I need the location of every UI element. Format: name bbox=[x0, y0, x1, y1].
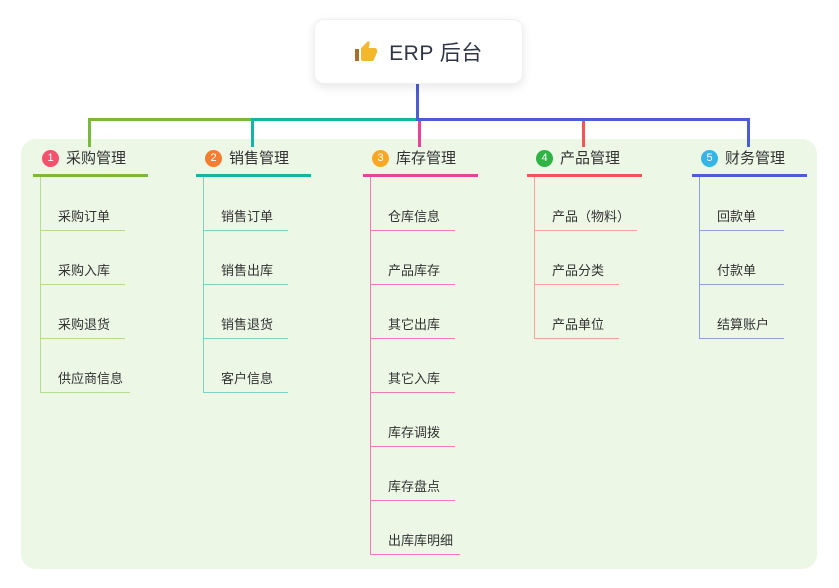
branch-label: 库存管理 bbox=[396, 150, 457, 167]
child-label: 客户信息 bbox=[221, 371, 274, 386]
child-item[interactable]: 结算账户 bbox=[700, 285, 784, 339]
branch-header-5[interactable]: 5 财务管理 bbox=[692, 144, 807, 177]
branch-label: 销售管理 bbox=[229, 150, 290, 167]
child-label: 其它出库 bbox=[388, 317, 441, 332]
child-label: 库存盘点 bbox=[388, 479, 441, 494]
child-label: 出库库明细 bbox=[388, 533, 454, 548]
connector-line bbox=[251, 118, 419, 121]
child-label: 产品分类 bbox=[552, 263, 605, 278]
child-item[interactable]: 付款单 bbox=[700, 231, 784, 285]
child-label: 销售退货 bbox=[221, 317, 274, 332]
branch-column: 3 库存管理 仓库信息产品库存其它出库其它入库库存调拨库存盘点出库库明细 bbox=[363, 144, 478, 555]
child-item[interactable]: 客户信息 bbox=[204, 339, 288, 393]
child-item[interactable]: 回款单 bbox=[700, 177, 784, 231]
branch-column: 5 财务管理 回款单付款单结算账户 bbox=[692, 144, 807, 339]
branch-header-2[interactable]: 2 销售管理 bbox=[196, 144, 311, 177]
root-node[interactable]: ERP 后台 bbox=[314, 19, 523, 84]
child-item[interactable]: 采购入库 bbox=[41, 231, 125, 285]
branch-number-badge: 1 bbox=[42, 150, 59, 167]
child-label: 采购退货 bbox=[58, 317, 111, 332]
connector-line bbox=[416, 118, 750, 121]
child-label: 销售出库 bbox=[221, 263, 274, 278]
connector-line bbox=[418, 118, 421, 147]
child-item[interactable]: 其它出库 bbox=[371, 285, 455, 339]
child-item[interactable]: 产品库存 bbox=[371, 231, 455, 285]
child-item[interactable]: 销售出库 bbox=[204, 231, 288, 285]
branch-label: 产品管理 bbox=[560, 150, 621, 167]
root-title: ERP 后台 bbox=[389, 41, 483, 65]
child-item[interactable]: 采购退货 bbox=[41, 285, 125, 339]
branch-number-badge: 5 bbox=[701, 150, 718, 167]
child-label: 付款单 bbox=[717, 263, 757, 278]
branch-column: 4 产品管理 产品（物料） 产品分类产品单位 bbox=[527, 144, 642, 339]
branch-children: 采购订单采购入库采购退货供应商信息 bbox=[40, 177, 131, 393]
branch-label: 财务管理 bbox=[725, 150, 786, 167]
child-label: 回款单 bbox=[717, 209, 757, 224]
child-item[interactable]: 供应商信息 bbox=[41, 339, 131, 393]
child-item[interactable]: 采购订单 bbox=[41, 177, 125, 231]
child-label: 采购订单 bbox=[58, 209, 111, 224]
connector-line bbox=[747, 118, 750, 147]
connector-line bbox=[88, 118, 91, 147]
child-item[interactable]: 库存盘点 bbox=[371, 447, 455, 501]
child-item[interactable]: 产品（物料） bbox=[535, 177, 638, 231]
child-label: 采购入库 bbox=[58, 263, 111, 278]
branch-header-4[interactable]: 4 产品管理 bbox=[527, 144, 642, 177]
child-label: 其它入库 bbox=[388, 371, 441, 386]
branch-children: 回款单付款单结算账户 bbox=[699, 177, 784, 339]
child-item[interactable]: 出库库明细 bbox=[371, 501, 461, 555]
branch-children: 产品（物料） 产品分类产品单位 bbox=[534, 177, 638, 339]
connector-line bbox=[251, 118, 254, 147]
child-item[interactable]: 仓库信息 bbox=[371, 177, 455, 231]
child-label: 销售订单 bbox=[221, 209, 274, 224]
connector-line bbox=[582, 118, 585, 147]
child-item[interactable]: 销售订单 bbox=[204, 177, 288, 231]
child-label: 产品库存 bbox=[388, 263, 441, 278]
child-label: 供应商信息 bbox=[58, 371, 124, 386]
branch-label: 采购管理 bbox=[66, 150, 127, 167]
branch-number-badge: 4 bbox=[536, 150, 553, 167]
branch-children: 销售订单销售出库销售退货客户信息 bbox=[203, 177, 288, 393]
child-label: 仓库信息 bbox=[388, 209, 441, 224]
branch-number-badge: 2 bbox=[205, 150, 222, 167]
child-label: 库存调拨 bbox=[388, 425, 441, 440]
child-label: 结算账户 bbox=[717, 317, 770, 332]
branch-column: 2 销售管理 销售订单销售出库销售退货客户信息 bbox=[196, 144, 311, 393]
thumbs-up-icon bbox=[355, 40, 378, 61]
child-item[interactable]: 销售退货 bbox=[204, 285, 288, 339]
branch-header-1[interactable]: 1 采购管理 bbox=[33, 144, 148, 177]
child-label: 产品（物料） bbox=[552, 209, 631, 224]
branch-children: 仓库信息产品库存其它出库其它入库库存调拨库存盘点出库库明细 bbox=[370, 177, 461, 555]
child-item[interactable]: 产品分类 bbox=[535, 231, 619, 285]
child-item[interactable]: 库存调拨 bbox=[371, 393, 455, 447]
child-item[interactable]: 其它入库 bbox=[371, 339, 455, 393]
branch-column: 1 采购管理 采购订单采购入库采购退货供应商信息 bbox=[33, 144, 148, 393]
child-item[interactable]: 产品单位 bbox=[535, 285, 619, 339]
connector-line bbox=[416, 84, 419, 121]
branches-panel bbox=[21, 139, 817, 569]
child-label: 产品单位 bbox=[552, 317, 605, 332]
branch-number-badge: 3 bbox=[372, 150, 389, 167]
branch-header-3[interactable]: 3 库存管理 bbox=[363, 144, 478, 177]
